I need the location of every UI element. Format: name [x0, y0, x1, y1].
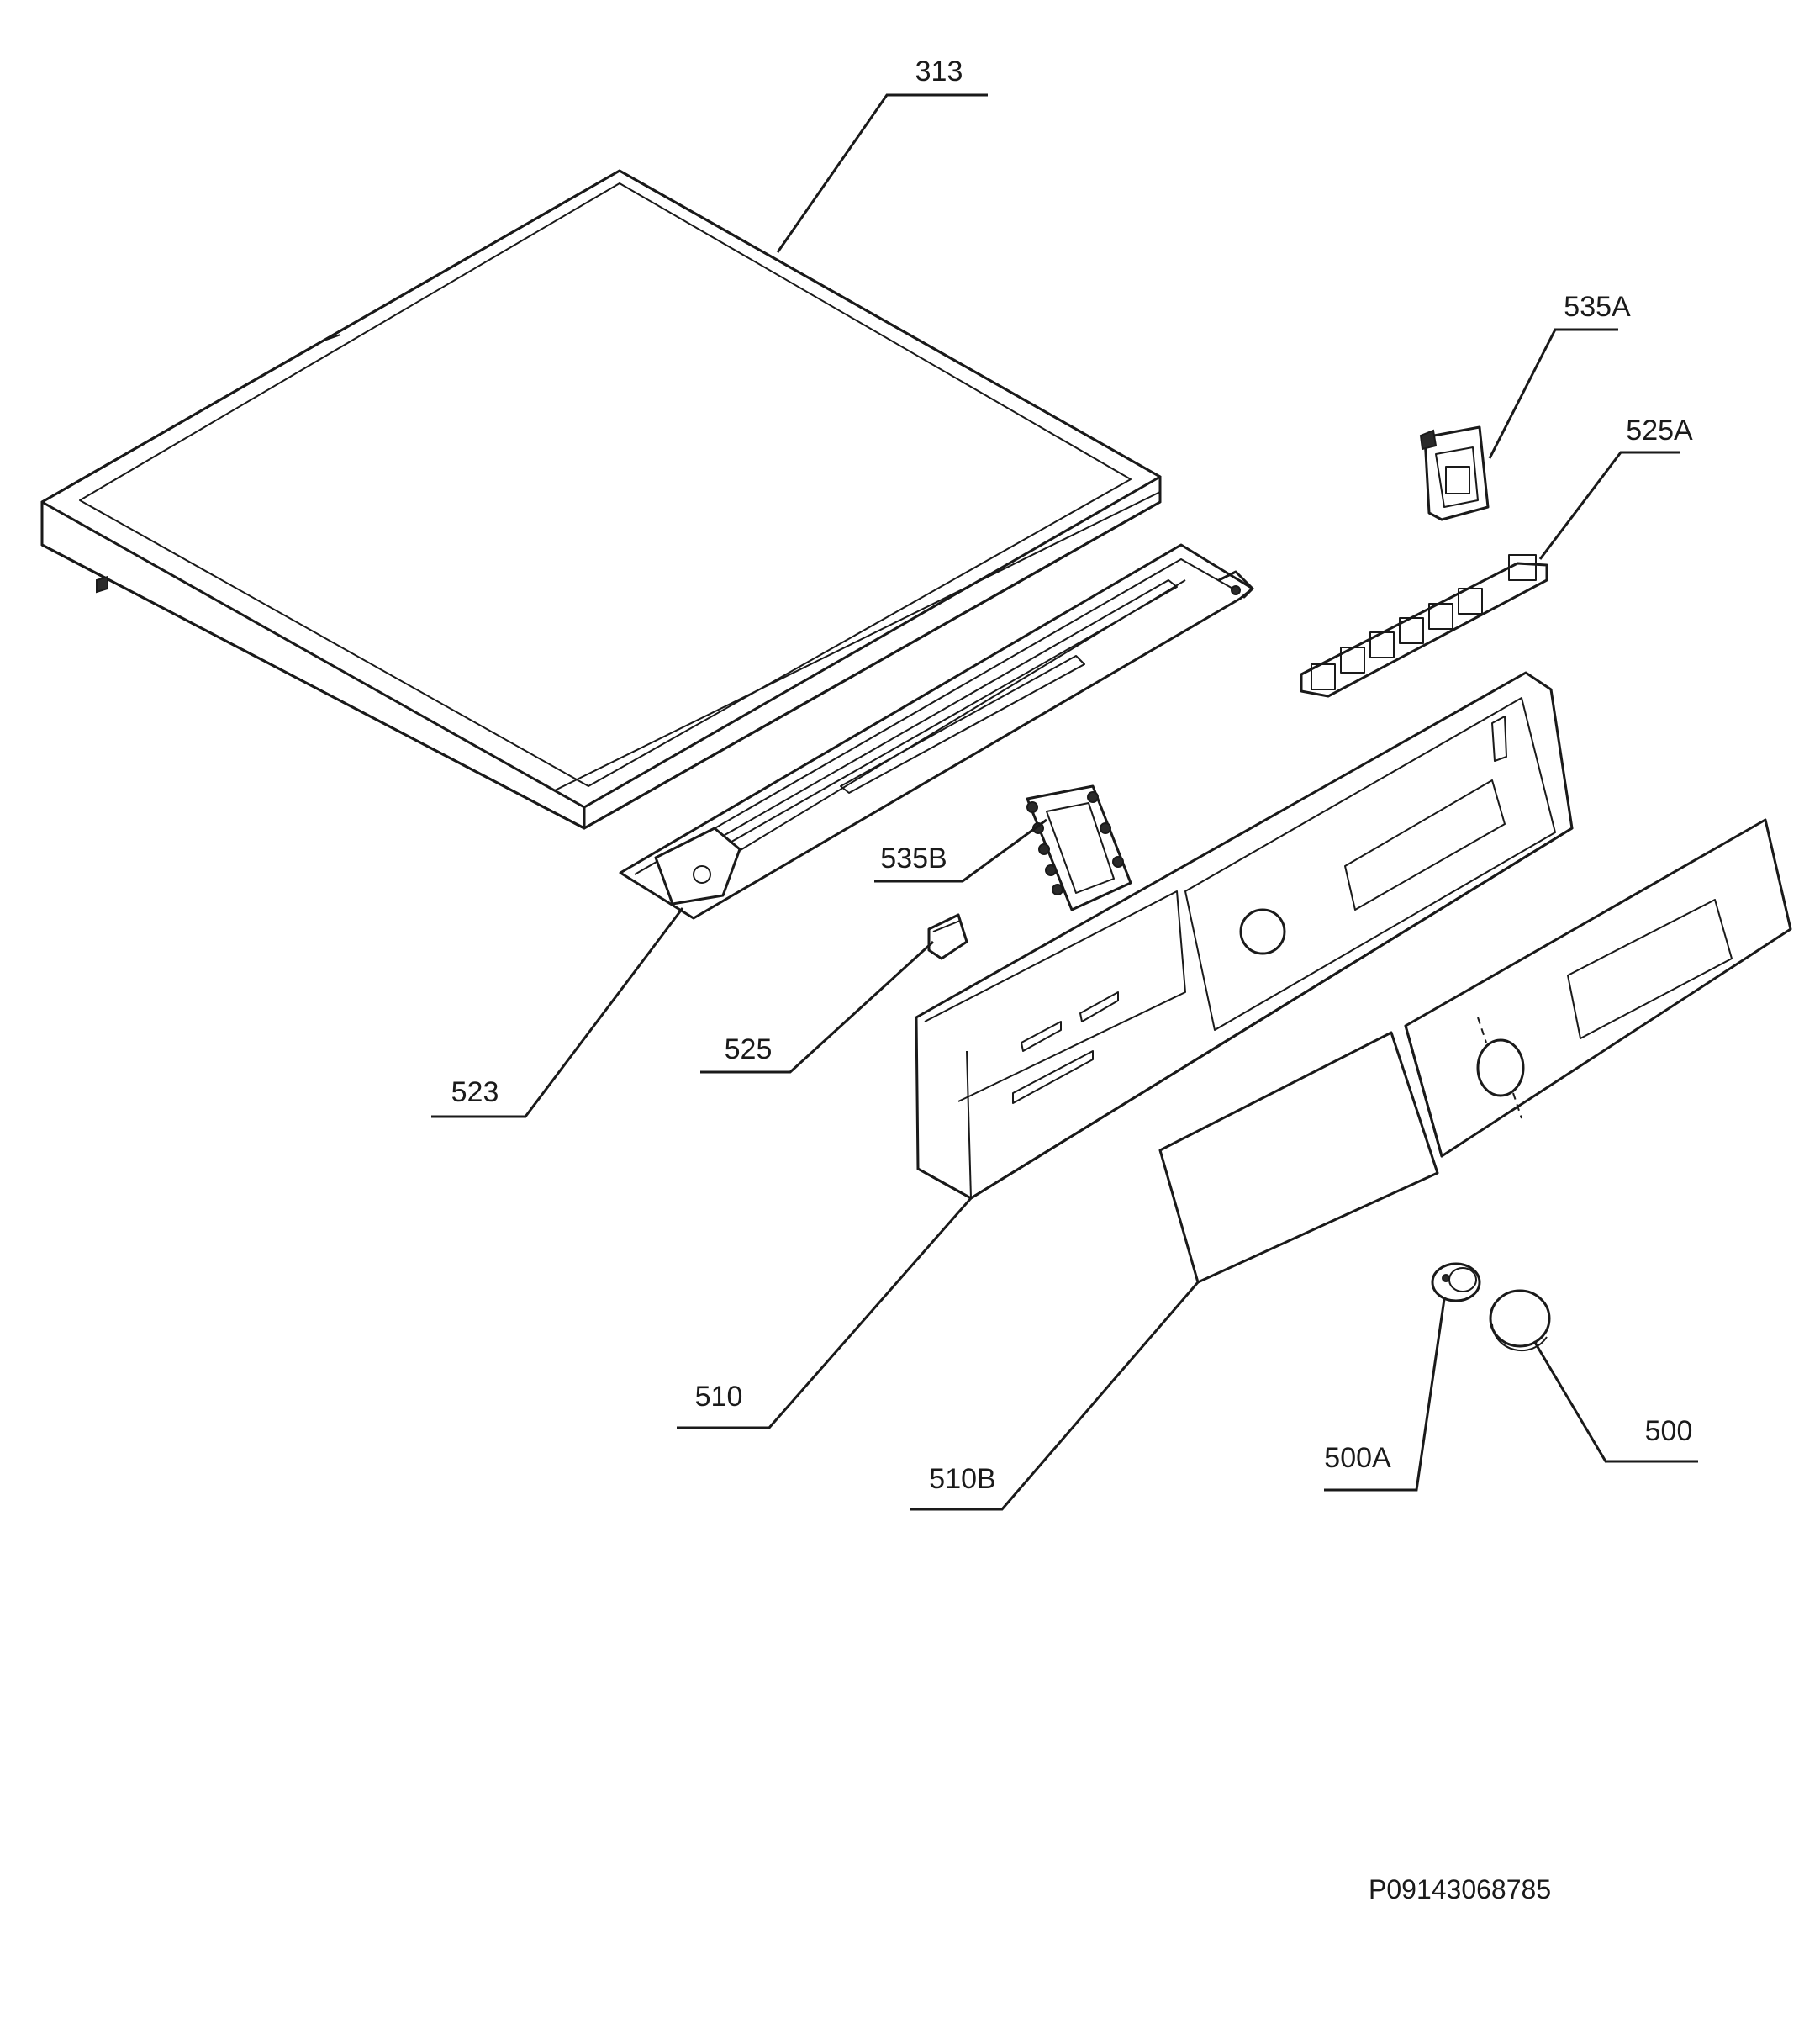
- part-535A-module: [1419, 425, 1490, 521]
- callout-525: 525: [725, 1033, 773, 1065]
- leader-525: [700, 940, 935, 1074]
- callout-510: 510: [695, 1381, 743, 1413]
- callout-525A: 525A: [1626, 415, 1693, 446]
- leader-313: [776, 93, 988, 253]
- part-525-plug: [927, 913, 968, 960]
- callout-500A: 500A: [1324, 1442, 1391, 1474]
- callout-labels: 313 535A 525A 535B 523 525 510 510B 500A…: [451, 55, 1693, 1495]
- leader-525A: [1538, 451, 1680, 560]
- document-id: P09143068785: [1369, 1874, 1551, 1904]
- callout-523: 523: [451, 1076, 499, 1108]
- callout-535B: 535B: [880, 843, 947, 874]
- part-535B-board-frame: [1026, 784, 1132, 911]
- part-313-top-lid: [40, 169, 1162, 830]
- part-500A-knob-insert: [1431, 1262, 1481, 1302]
- part-500-knob-cap: [1489, 1289, 1551, 1352]
- leader-510B: [910, 1281, 1200, 1511]
- leader-500A: [1324, 1298, 1446, 1492]
- leader-523: [431, 907, 684, 1118]
- callout-500: 500: [1645, 1415, 1693, 1447]
- leader-500: [1532, 1340, 1698, 1463]
- leader-510: [677, 1197, 973, 1429]
- leader-535A: [1488, 328, 1618, 459]
- part-510B-front-panel: [1158, 818, 1792, 1284]
- callout-313: 313: [915, 55, 963, 87]
- part-510-control-panel: [915, 671, 1574, 1200]
- part-525A-connector-strip: [1300, 554, 1548, 698]
- callout-510B: 510B: [929, 1463, 995, 1495]
- leader-535B: [874, 818, 1047, 883]
- callout-535A: 535A: [1564, 291, 1631, 323]
- leader-lines: [431, 93, 1698, 1511]
